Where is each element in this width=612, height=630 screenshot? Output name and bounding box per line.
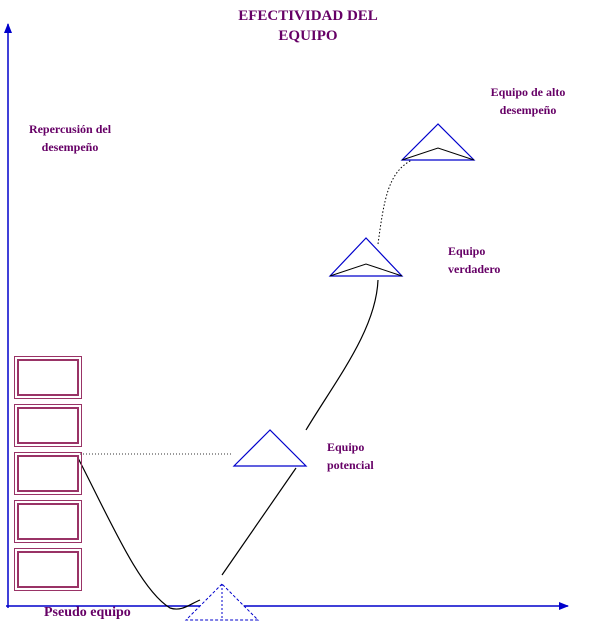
y-axis-label-line-2: desempeño [41, 140, 99, 154]
real-team-label-line-2: verdadero [448, 262, 501, 276]
performance-curve-to-high [377, 159, 413, 245]
performance-box-4 [14, 500, 82, 543]
high-performance-team-triangle [400, 123, 476, 161]
high-performance-team-label-line-1: Equipo de alto [490, 85, 566, 99]
performance-box-2 [14, 404, 82, 447]
high-performance-team-label-line-2: desempeño [499, 103, 557, 117]
performance-box-5 [14, 548, 82, 591]
performance-box-3 [14, 452, 82, 495]
real-team-label-line-1: Equipo [448, 244, 486, 258]
high-performance-team-label: Equipo de alto desempeño [476, 83, 580, 119]
pseudo-team-label: Pseudo equipo [44, 605, 131, 620]
potential-team-label-line-1: Equipo [327, 440, 365, 454]
y-axis-label-line-1: Repercusión del [28, 122, 112, 136]
title-line-1: EFECTIVIDAD DEL [238, 8, 378, 24]
title-line-2: EQUIPO [278, 28, 338, 44]
real-team-label: Equipo verdadero [448, 242, 500, 278]
diagram-title: EFECTIVIDAD DEL EQUIPO [208, 6, 408, 46]
performance-curve-to-potential [221, 467, 297, 576]
performance-box-1 [14, 356, 82, 399]
performance-curve-to-real [305, 279, 379, 431]
potential-team-triangle [232, 429, 308, 467]
y-axis-label: Repercusión del desempeño [14, 120, 126, 156]
performance-curve-dip [77, 457, 201, 610]
potential-team-label-line-2: potencial [327, 458, 374, 472]
pseudo-team-triangle [184, 583, 260, 621]
potential-team-label: Equipo potencial [327, 438, 374, 474]
real-team-triangle [328, 237, 404, 277]
